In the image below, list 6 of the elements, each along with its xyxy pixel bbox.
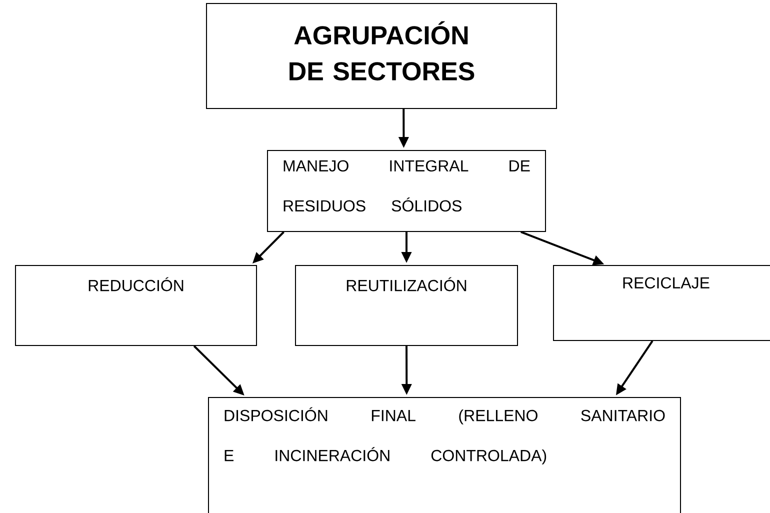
process-box: REUTILIZACIÓN: [295, 265, 518, 346]
process-box: MANEJO INTEGRAL DE RESIDUOS SÓLIDOS: [267, 150, 546, 232]
process-box: DISPOSICIÓN FINAL (RELLENO SANITARIO E INCINERACIÓN CONTROLADA): [208, 397, 681, 513]
process-box: REDUCCIÓN: [15, 265, 257, 346]
process-box: RECICLAJE: [553, 265, 770, 341]
title-box: AGRUPACIÓN DE SECTORES: [206, 3, 557, 109]
